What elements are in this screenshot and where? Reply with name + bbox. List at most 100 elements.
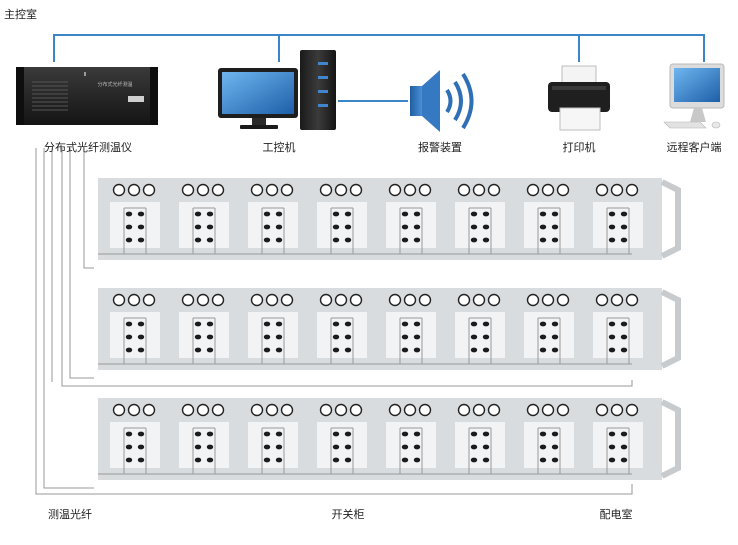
indicator-knob — [349, 183, 363, 197]
busbar-contact — [344, 237, 352, 243]
busbar-contact — [137, 334, 145, 340]
cabinet-door — [524, 312, 574, 358]
busbar-contact — [332, 237, 340, 243]
indicator-knob — [211, 183, 225, 197]
fiber-loop — [606, 207, 630, 254]
indicator-knob — [595, 403, 609, 417]
fiber-loop — [192, 317, 216, 364]
indicator-knob — [403, 293, 417, 307]
busbar-contact — [344, 457, 352, 463]
busbar-contact — [125, 211, 133, 217]
busbar-contact — [137, 431, 145, 437]
switchgear-cabinet — [593, 183, 643, 254]
busbar-contact — [401, 347, 409, 353]
indicator-knob — [196, 403, 210, 417]
busbar-contact — [194, 237, 202, 243]
indicator-knob — [334, 293, 348, 307]
network-bus — [53, 34, 705, 102]
busbar-contact — [413, 211, 421, 217]
indicator-knob — [181, 293, 195, 307]
busbar-contact — [551, 457, 559, 463]
busbar-contact — [137, 237, 145, 243]
busbar-contact — [401, 431, 409, 437]
cabinet-door — [317, 312, 367, 358]
fiber-loop — [123, 207, 147, 254]
printer-icon — [548, 65, 610, 131]
busbar-contact — [482, 431, 490, 437]
fiber-loop — [399, 207, 423, 254]
switchgear-row — [98, 178, 681, 260]
busbar-contact — [620, 224, 628, 230]
busbar-contact — [332, 321, 340, 327]
busbar-contact — [401, 444, 409, 450]
fiber-loop — [330, 207, 354, 254]
busbar-contact — [263, 431, 271, 437]
indicator-knob — [418, 403, 432, 417]
busbar-contact — [551, 321, 559, 327]
busbar-contact — [539, 444, 547, 450]
indicator-knob — [112, 183, 126, 197]
imac-computer-icon — [663, 63, 725, 129]
busbar-contact — [194, 321, 202, 327]
indicator-knob — [625, 293, 639, 307]
busbar-contact — [620, 347, 628, 353]
cabinet-door — [248, 312, 298, 358]
busbar-contact — [125, 431, 133, 437]
busbar-contact — [344, 431, 352, 437]
busbar-contact — [413, 334, 421, 340]
fiber-loop — [537, 317, 561, 364]
indicator-knob — [265, 403, 279, 417]
indicator-knob — [181, 403, 195, 417]
switchgear-area — [98, 178, 681, 480]
printer-label: 打印机 — [562, 141, 596, 154]
cabinet-door — [110, 312, 160, 358]
busbar-contact — [470, 334, 478, 340]
busbar-contact — [620, 237, 628, 243]
switchgear-cabinet — [248, 183, 298, 254]
indicator-knob — [595, 293, 609, 307]
busbar-contact — [332, 457, 340, 463]
dts-instrument-label: 分布式光纤测温仪 — [44, 141, 132, 154]
busbar-contact — [608, 237, 616, 243]
switchgear-row-end — [660, 399, 681, 479]
busbar-contact — [125, 457, 133, 463]
indicator-knob — [112, 293, 126, 307]
busbar-contact — [194, 444, 202, 450]
indicator-knob — [403, 183, 417, 197]
busbar-contact — [125, 444, 133, 450]
busbar-contact — [275, 431, 283, 437]
busbar-contact — [539, 457, 547, 463]
indicator-knob — [388, 183, 402, 197]
switchgear-cabinet — [386, 183, 436, 254]
indicator-knob — [196, 293, 210, 307]
busbar-contact — [620, 321, 628, 327]
busbar-contact — [194, 211, 202, 217]
switchgear-cabinet — [593, 403, 643, 474]
busbar-contact — [137, 444, 145, 450]
busbar-contact — [551, 237, 559, 243]
busbar-contact — [413, 224, 421, 230]
busbar-contact — [470, 224, 478, 230]
busbar-contact — [401, 224, 409, 230]
busbar-contact — [470, 211, 478, 217]
busbar-contact — [608, 444, 616, 450]
busbar-contact — [275, 347, 283, 353]
busbar-contact — [551, 347, 559, 353]
busbar-contact — [620, 444, 628, 450]
busbar-contact — [401, 457, 409, 463]
busbar-contact — [332, 444, 340, 450]
busbar-contact — [539, 347, 547, 353]
busbar-contact — [194, 224, 202, 230]
cabinet-door — [317, 202, 367, 248]
busbar-contact — [401, 237, 409, 243]
busbar-contact — [470, 321, 478, 327]
indicator-knob — [250, 293, 264, 307]
switchgear-row — [98, 288, 681, 370]
busbar-contact — [275, 237, 283, 243]
busbar-contact — [482, 321, 490, 327]
indicator-knob — [556, 403, 570, 417]
fiber-loop — [261, 207, 285, 254]
indicator-knob — [280, 403, 294, 417]
busbar-contact — [608, 347, 616, 353]
fiber-trunk — [35, 148, 633, 495]
